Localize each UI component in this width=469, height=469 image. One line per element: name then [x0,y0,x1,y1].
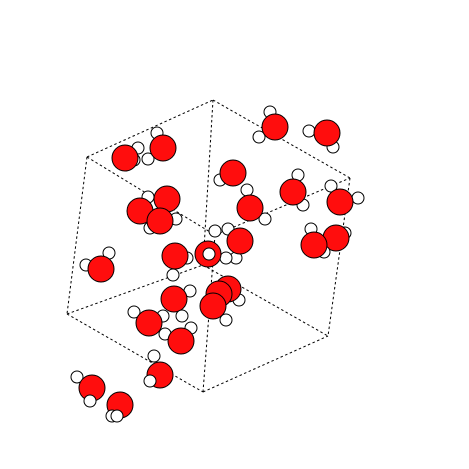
cell-edge [202,335,329,393]
oxygen-atom [149,134,177,162]
hydrogen-atom [147,349,161,363]
cell-edge [202,99,214,266]
atoms-layer[interactable] [70,105,365,423]
oxygen-atom [326,188,354,216]
oxygen-atom [219,159,247,187]
hydrogen-atom [143,374,157,388]
oxygen-atom [279,178,307,206]
oxygen-atom [161,242,189,270]
cell-edge [202,264,329,337]
hydrogen-atom [208,224,222,238]
oxygen-atom [261,113,289,141]
hydrogen-atom [219,313,233,327]
oxygen-atom [300,231,328,259]
oxygen-atom [313,119,341,147]
oxygen-atom [111,144,139,172]
oxygen-atom [167,327,195,355]
hydrogen-atom [202,247,216,261]
hydrogen-atom [166,268,180,282]
hydrogen-atom [258,212,272,226]
oxygen-atom [226,227,254,255]
hydrogen-atom [110,409,124,423]
cell-edge [66,313,204,393]
hydrogen-atom [83,394,97,408]
hydrogen-atom [252,130,266,144]
hydrogen-atom [175,309,189,323]
hydrogen-atom [240,183,254,197]
hydrogen-atom [351,191,365,205]
oxygen-atom [146,207,174,235]
hydrogen-atom [141,152,155,166]
hydrogen-atom [219,251,233,265]
oxygen-atom [199,292,227,320]
hydrogen-atom [127,305,141,319]
hydrogen-atom [302,124,316,138]
cell-edge [66,156,88,315]
oxygen-atom [236,194,264,222]
oxygen-atom [87,255,115,283]
hydrogen-atom [70,370,84,384]
cell-edge [66,264,204,315]
cell-edge [212,99,351,179]
oxygen-atom [160,285,188,313]
cell-edge [86,99,214,158]
oxygen-atom [135,309,163,337]
